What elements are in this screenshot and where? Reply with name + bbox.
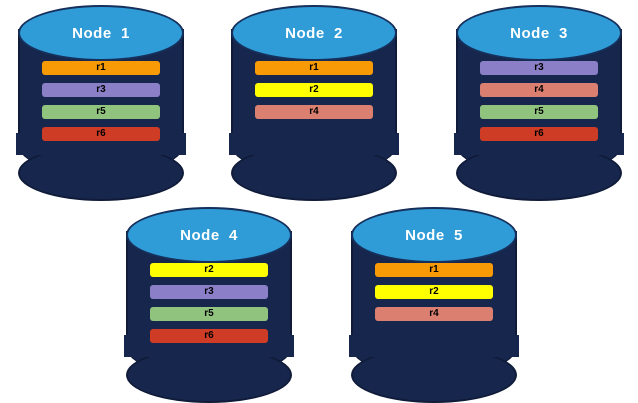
cylinder-top-ellipse: [351, 207, 517, 263]
database-cylinder-node-3[interactable]: Node 3 r3 r4 r5 r6: [450, 3, 628, 201]
replica-bar-r4[interactable]: r4: [255, 105, 373, 119]
replica-bar-r1[interactable]: r1: [42, 61, 160, 75]
node-title-node-4: Node 4: [180, 226, 238, 244]
replica-bar-r3[interactable]: r3: [150, 285, 268, 299]
replica-bar-r1[interactable]: r1: [255, 61, 373, 75]
cylinder-seam-mask: [229, 133, 399, 155]
replica-bar-r2[interactable]: r2: [375, 285, 493, 299]
node-title-node-2: Node 2: [285, 24, 343, 42]
database-cylinder-node-1[interactable]: Node 1 r1 r3 r5 r6: [12, 3, 190, 201]
replica-bar-r4[interactable]: r4: [375, 307, 493, 321]
cylinder-top-ellipse: [18, 5, 184, 61]
replica-bar-r5[interactable]: r5: [150, 307, 268, 321]
database-cylinder-node-2[interactable]: Node 2 r1 r2 r4: [225, 3, 403, 201]
database-cylinder-node-5[interactable]: Node 5 r1 r2 r4: [345, 205, 523, 403]
replica-bar-r5[interactable]: r5: [42, 105, 160, 119]
cylinder-top-ellipse: [231, 5, 397, 61]
replica-bar-r6[interactable]: r6: [42, 127, 160, 141]
cylinder-top-ellipse: [456, 5, 622, 61]
replica-bar-r2[interactable]: r2: [255, 83, 373, 97]
node-title-node-3: Node 3: [510, 24, 568, 42]
node-title-node-5: Node 5: [405, 226, 463, 244]
cylinder-top-ellipse: [126, 207, 292, 263]
database-cylinder-node-4[interactable]: Node 4 r2 r3 r5 r6: [120, 205, 298, 403]
replica-bar-r6[interactable]: r6: [480, 127, 598, 141]
replica-list-node-1: r1 r3 r5 r6: [12, 61, 190, 141]
replica-bar-r5[interactable]: r5: [480, 105, 598, 119]
replica-bar-r3[interactable]: r3: [42, 83, 160, 97]
cylinder-seam-mask: [349, 335, 519, 357]
replica-list-node-3: r3 r4 r5 r6: [450, 61, 628, 141]
replica-list-node-5: r1 r2 r4: [345, 263, 523, 321]
replica-list-node-2: r1 r2 r4: [225, 61, 403, 119]
replica-bar-r2[interactable]: r2: [150, 263, 268, 277]
replica-bar-r4[interactable]: r4: [480, 83, 598, 97]
replica-bar-r6[interactable]: r6: [150, 329, 268, 343]
replica-bar-r3[interactable]: r3: [480, 61, 598, 75]
node-title-node-1: Node 1: [72, 24, 130, 42]
replica-bar-r1[interactable]: r1: [375, 263, 493, 277]
replica-list-node-4: r2 r3 r5 r6: [120, 263, 298, 343]
